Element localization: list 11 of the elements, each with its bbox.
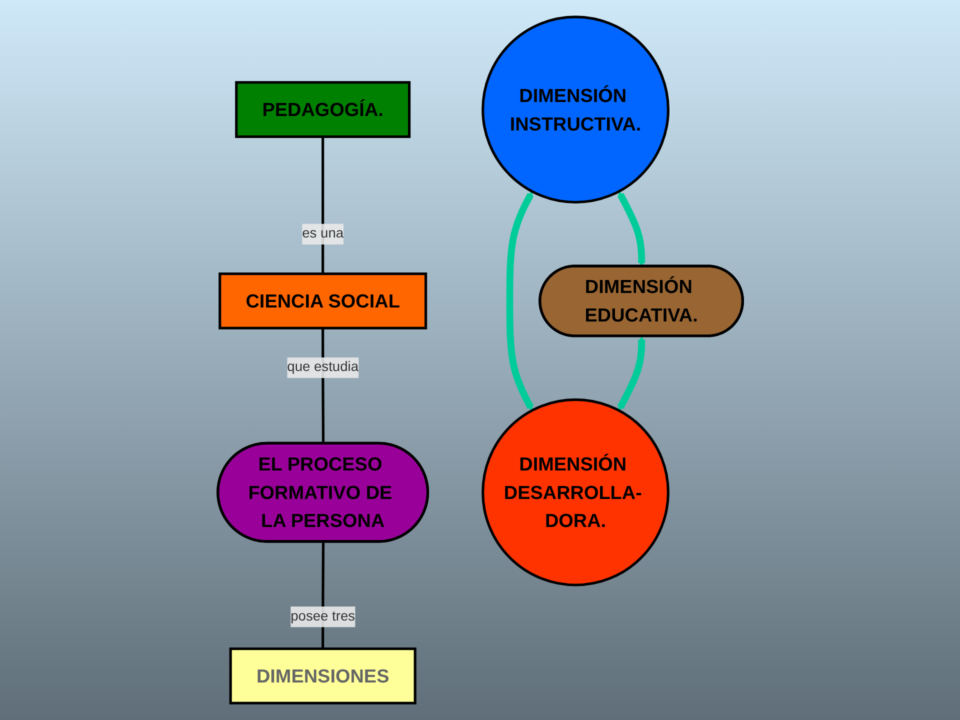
node-box: PEDAGOGÍA. (234, 81, 410, 138)
arrow (617, 336, 646, 411)
arrow (506, 191, 534, 411)
edge-label: es una (302, 226, 344, 242)
arrow (617, 191, 646, 267)
edge-label: posee tres (290, 609, 355, 624)
node-box: CIENCIA SOCIAL (218, 272, 427, 330)
node-circle: DIMENSIÓN DESARROLLA- DORA. (481, 398, 670, 586)
node-circle: DIMENSIÓN INSTRUCTIVA. (481, 16, 670, 204)
edge-label: que estudia (286, 360, 358, 375)
node-box: DIMENSIONES (228, 647, 416, 704)
